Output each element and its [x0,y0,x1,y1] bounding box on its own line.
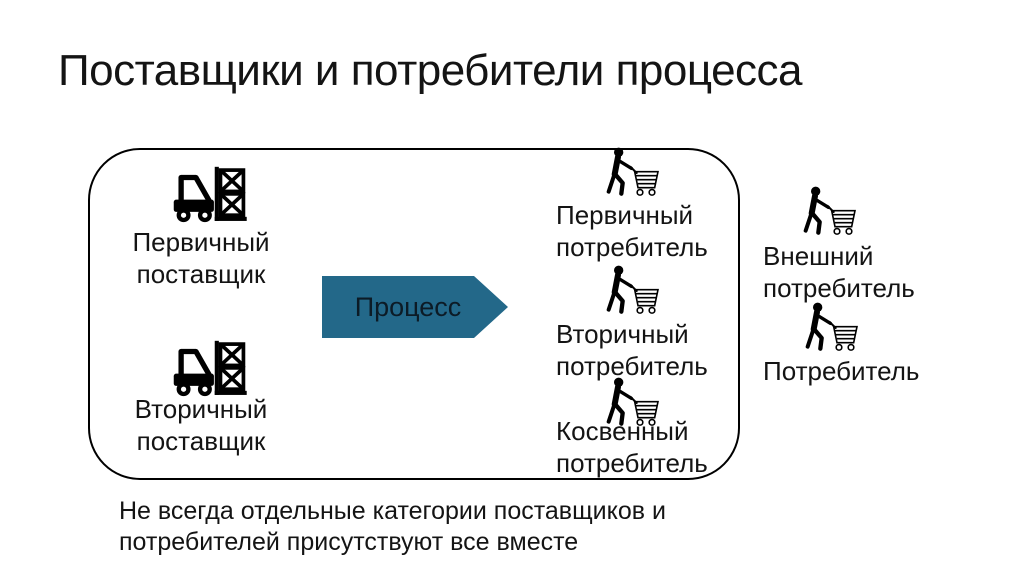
process-boundary-box [88,148,740,480]
process-arrow: Процесс [322,276,508,338]
person-cart-icon [801,186,857,237]
indirect-consumer-label: Косвенный потребитель [556,416,708,478]
primary-supplier-label: Первичный поставщик [132,227,270,289]
external-consumer-label: Внешний потребитель [763,241,915,303]
footnote-line: потребителей присутствуют все вместе [119,528,579,556]
process-label: Процесс [354,291,462,322]
person-cart-icon [604,265,660,316]
footnote-line: Не всегда отдельные категории поставщико… [119,497,666,525]
forklift-icon [168,166,250,227]
process-arrow-shape [322,276,508,338]
primary-consumer-label: Первичный потребитель [556,200,708,262]
slide-title: Поставщики и потребители процесса [58,46,803,95]
secondary-supplier-label: Вторичный поставщик [134,394,268,456]
secondary-consumer-label: Вторичный потребитель [556,319,708,381]
consumer-label: Потребитель [763,356,920,386]
person-cart-icon [604,147,660,198]
forklift-icon [168,340,250,401]
footnote: Не всегда отдельные категории поставщико… [119,496,666,558]
person-cart-icon [803,302,859,353]
